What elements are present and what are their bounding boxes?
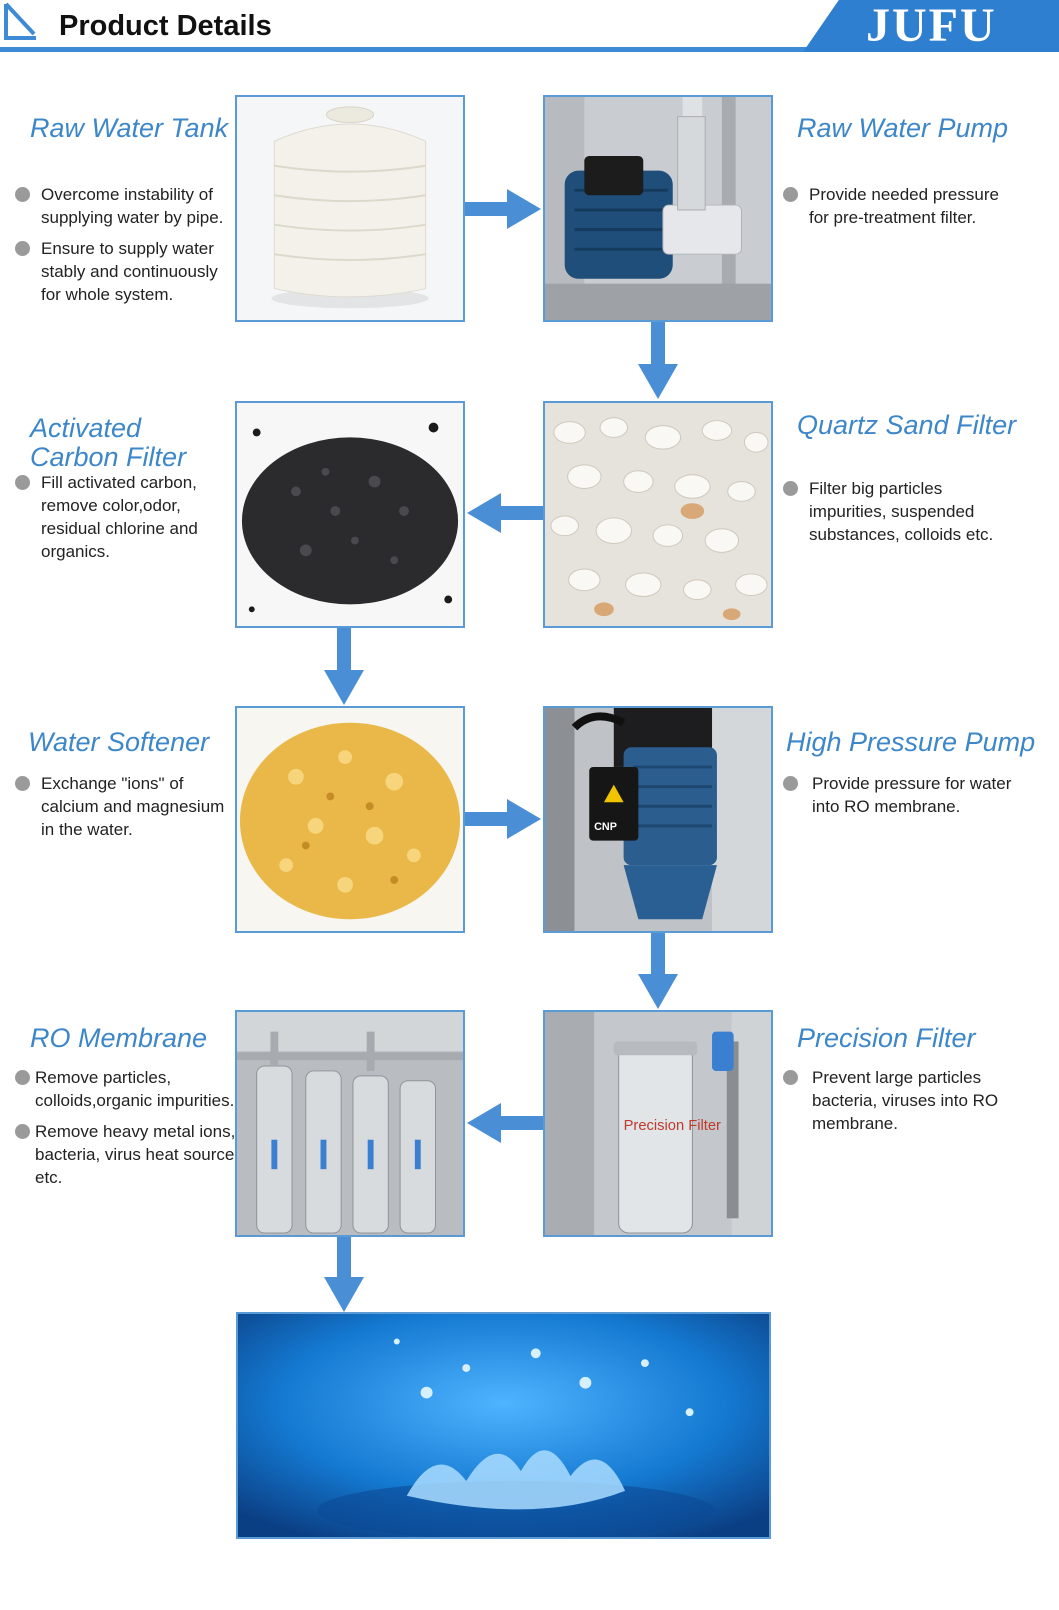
bullet-dot-icon [15,187,30,202]
bullet-dot-icon [783,1070,798,1085]
bullet-item: Remove particles, colloids,organic impur… [15,1066,240,1112]
bullet-dot-icon [15,241,30,256]
bullet-dot-icon [783,481,798,496]
brand-logo: JUFU [866,0,997,52]
page-title: Product Details [59,10,272,42]
pure-water-splash-photo [236,1312,771,1539]
high-pressure-pump-title: High Pressure Pump [786,727,1036,757]
activated-carbon-filter-title: Activated Carbon Filter [30,413,187,472]
raw-water-tank-photo [235,95,465,322]
bullet-item: Ensure to supply water stably and contin… [15,237,230,306]
flow-arrow-down-icon [638,933,678,1009]
corner-arrow-icon [4,2,36,40]
flow-arrow-down-icon [324,628,364,705]
water-softener-title: Water Softener [28,727,210,757]
flow-arrow-left-icon [467,493,543,533]
bullet-dot-icon [15,475,30,490]
precision-filter-photo-label: Precision Filter [624,1118,721,1134]
bullet-item: Prevent large particles bacteria, viruse… [783,1066,1023,1135]
raw-water-pump-title: Raw Water Pump [797,113,1009,143]
activated-carbon-filter-bullets: Fill activated carbon, remove color,odor… [15,471,230,571]
bullet-dot-icon [15,1124,30,1139]
bullet-item: Remove heavy metal ions, bacteria, virus… [15,1120,240,1189]
water-softener-photo [235,706,465,933]
bullet-dot-icon [15,1070,30,1085]
high-pressure-pump-bullets: Provide pressure for water into RO membr… [783,772,1028,826]
ro-membrane-photo [235,1010,465,1237]
raw-water-pump-bullets: Provide needed pressure for pre-treatmen… [783,183,1023,237]
bullet-dot-icon [783,187,798,202]
flow-arrow-down-icon [638,322,678,399]
pump-brand-label: CNP [594,821,617,833]
raw-water-pump-photo [543,95,773,322]
high-pressure-pump-photo: CNP [543,706,773,933]
precision-filter-photo: Precision Filter [543,1010,773,1237]
brand-logo-background [803,0,1059,52]
precision-filter-title: Precision Filter [797,1023,976,1053]
raw-water-tank-bullets: Overcome instability of supplying water … [15,183,230,314]
quartz-sand-filter-bullets: Filter big particles impurities, suspend… [783,477,1013,554]
activated-carbon-photo [235,401,465,628]
flow-arrow-right-icon [465,189,541,229]
bullet-dot-icon [783,776,798,791]
precision-filter-bullets: Prevent large particles bacteria, viruse… [783,1066,1023,1143]
quartz-sand-photo [543,401,773,628]
bullet-item: Provide pressure for water into RO membr… [783,772,1028,818]
bullet-item: Provide needed pressure for pre-treatmen… [783,183,1023,229]
bullet-item: Exchange "ions" of calcium and magnesium… [15,772,230,841]
raw-water-tank-title: Raw Water Tank [30,113,229,143]
flow-arrow-left-icon [467,1103,543,1143]
bullet-item: Overcome instability of supplying water … [15,183,230,229]
bullet-item: Fill activated carbon, remove color,odor… [15,471,230,563]
flow-arrow-right-icon [465,799,541,839]
header-divider [0,47,1059,52]
quartz-sand-filter-title: Quartz Sand Filter [797,410,1017,440]
ro-membrane-bullets: Remove particles, colloids,organic impur… [15,1066,240,1197]
bullet-dot-icon [15,776,30,791]
flow-arrow-down-icon [324,1237,364,1312]
water-softener-bullets: Exchange "ions" of calcium and magnesium… [15,772,230,849]
ro-membrane-title: RO Membrane [30,1023,208,1053]
bullet-item: Filter big particles impurities, suspend… [783,477,1013,546]
